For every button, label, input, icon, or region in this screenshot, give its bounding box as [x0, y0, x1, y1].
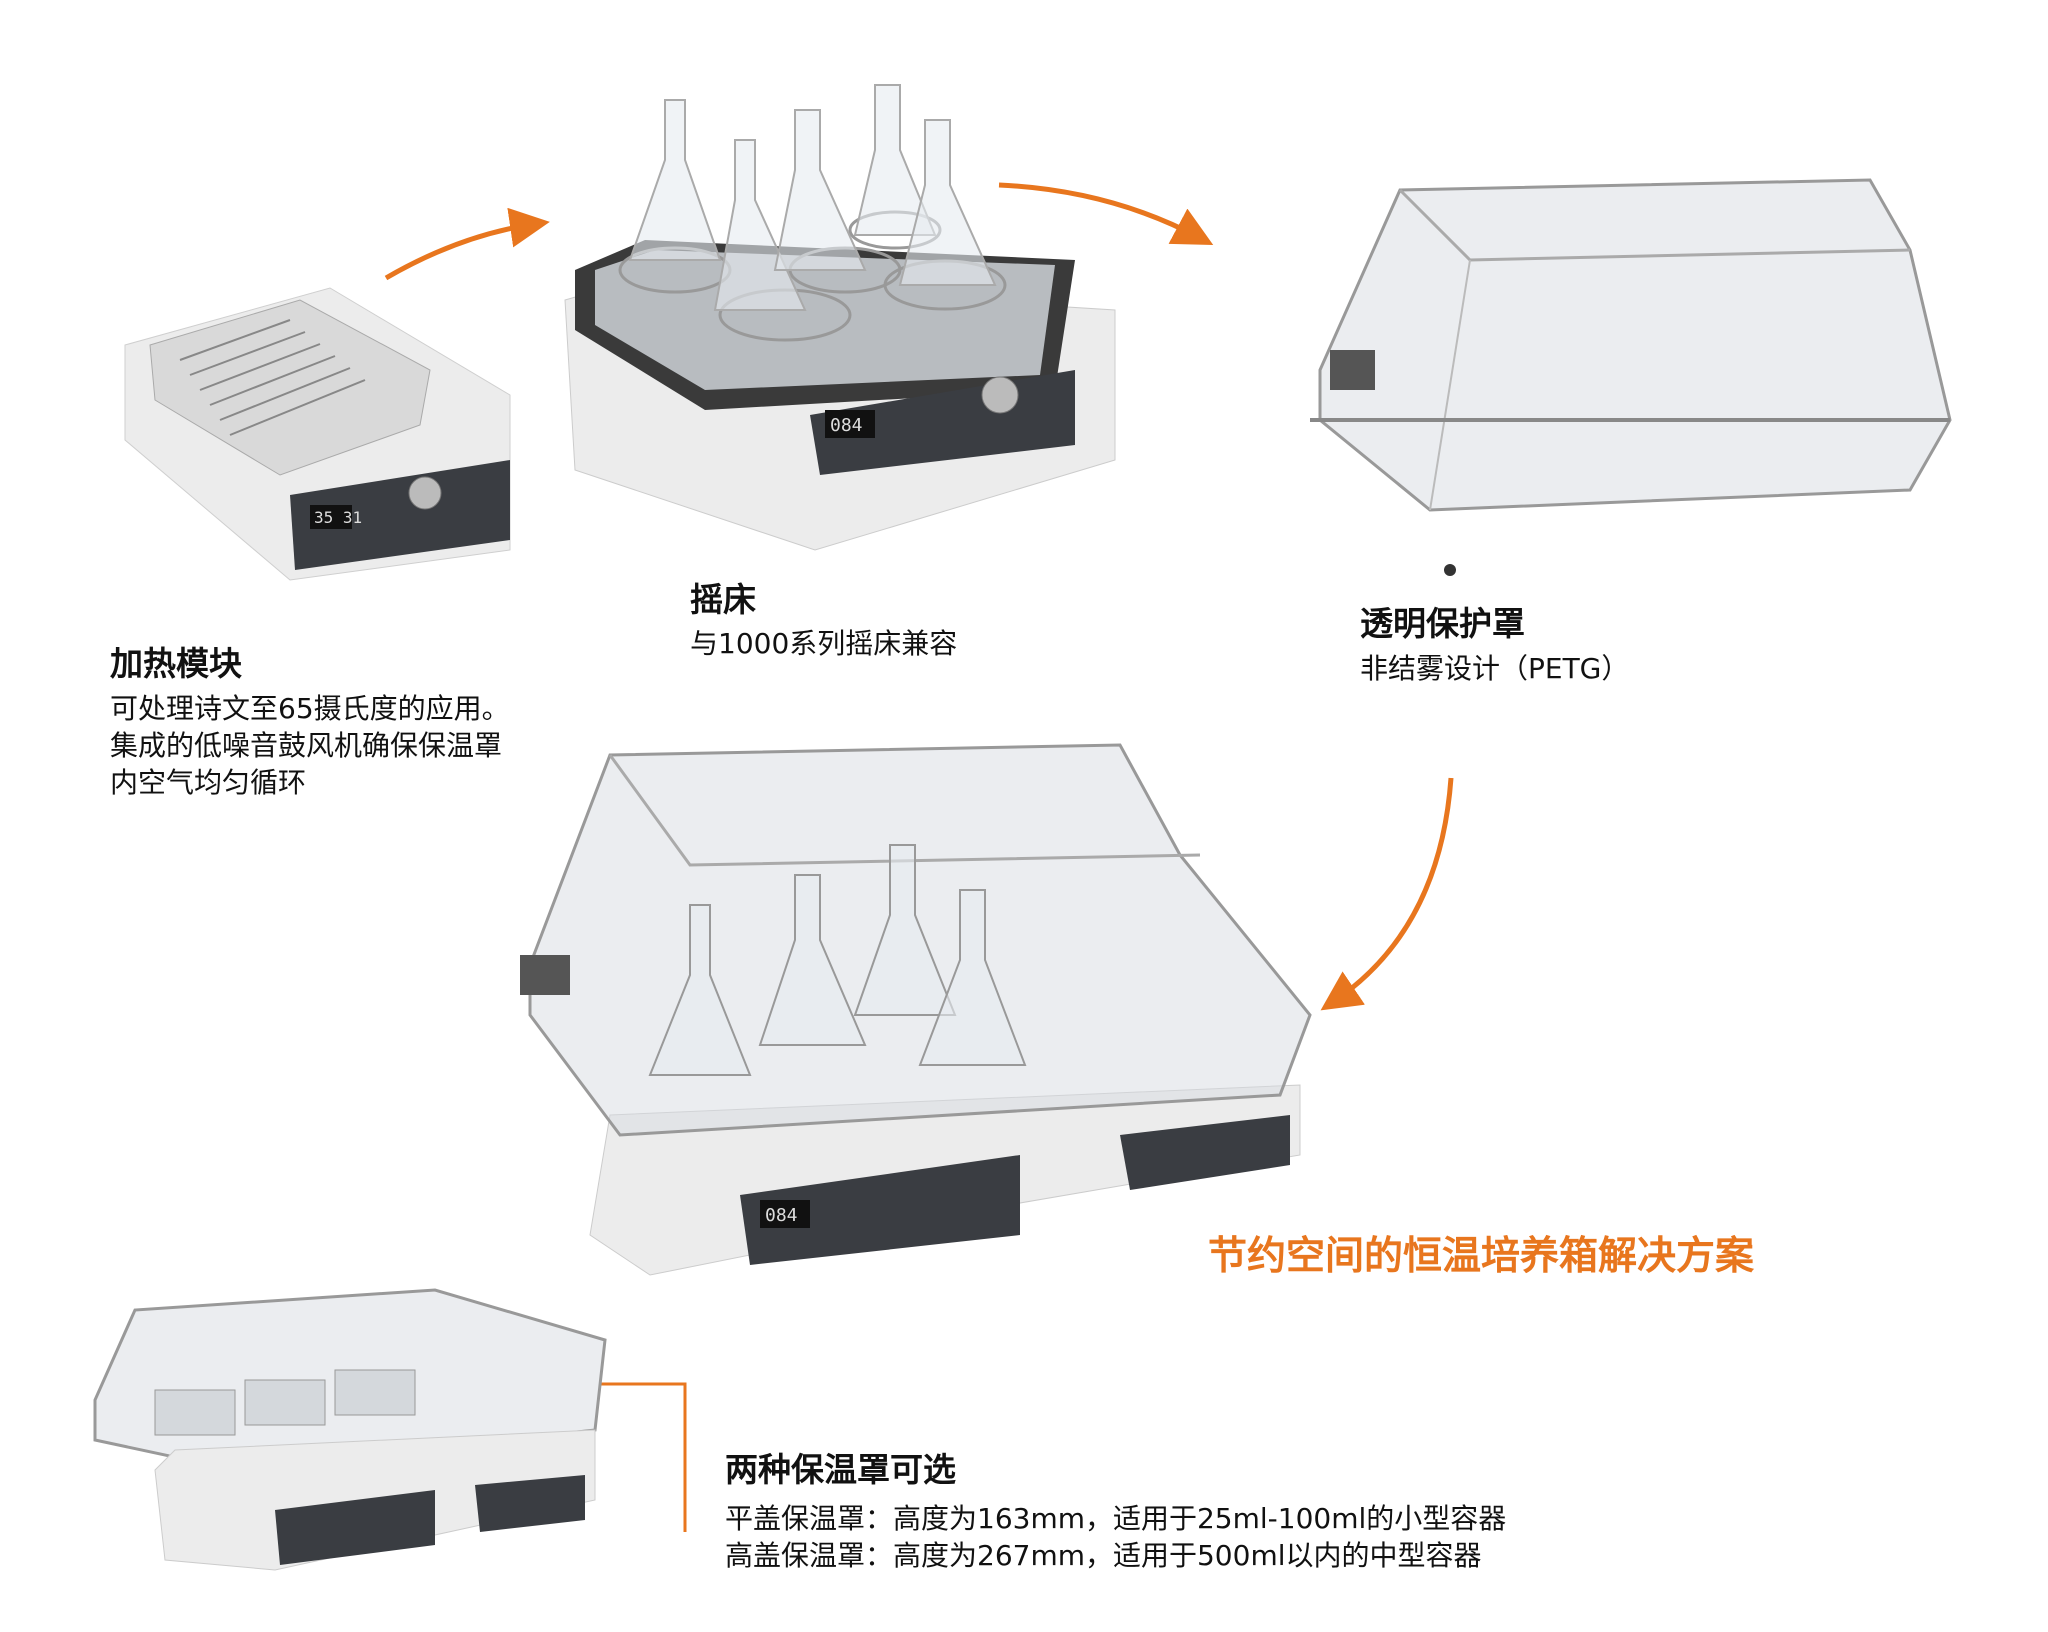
heating-block-line: 内空气均匀循环	[110, 766, 307, 799]
headline: 节约空间的恒温培养箱解决方案	[1208, 1234, 1755, 1279]
arrow-shaker-to-cover	[998, 182, 1214, 246]
heating-block-title: 加热模块	[110, 644, 242, 683]
shaker-image: 084	[564, 84, 1116, 551]
arrow-heating-to-shaker	[384, 207, 550, 281]
options-title: 两种保温罩可选	[725, 1450, 956, 1489]
options-description: 平盖保温罩：高度为163mm，适用于25ml-100ml的小型容器 高盖保温罩：…	[725, 1500, 1506, 1574]
heating-block-line: 集成的低噪音鼓风机确保保温罩	[110, 729, 503, 762]
cover-description: 非结雾设计（PETG）	[1360, 652, 1630, 685]
shaker-title: 摇床	[690, 580, 756, 619]
options-bracket-line	[599, 1382, 687, 1532]
svg-text:084: 084	[830, 415, 863, 436]
heating-block-line: 可处理诗文至65摄氏度的应用。	[110, 692, 510, 725]
svg-text:35 31: 35 31	[314, 508, 362, 527]
flat-cover-incubator-image	[93, 1288, 607, 1571]
cover-title: 透明保护罩	[1360, 604, 1525, 643]
shaker-description: 与1000系列摇床兼容	[690, 627, 958, 660]
svg-text:084: 084	[765, 1205, 798, 1226]
combined-incubator-image: 084	[520, 743, 1312, 1276]
heating-block-image: 35 31	[124, 287, 511, 581]
options-line: 平盖保温罩：高度为163mm，适用于25ml-100ml的小型容器	[725, 1502, 1507, 1535]
cover-image	[1310, 178, 1952, 576]
heating-block-description: 可处理诗文至65摄氏度的应用。 集成的低噪音鼓风机确保保温罩 内空气均匀循环	[110, 690, 510, 801]
arrow-cover-to-combined	[1320, 777, 1454, 1011]
options-line: 高盖保温罩：高度为267mm，适用于500ml以内的中型容器	[725, 1539, 1482, 1572]
